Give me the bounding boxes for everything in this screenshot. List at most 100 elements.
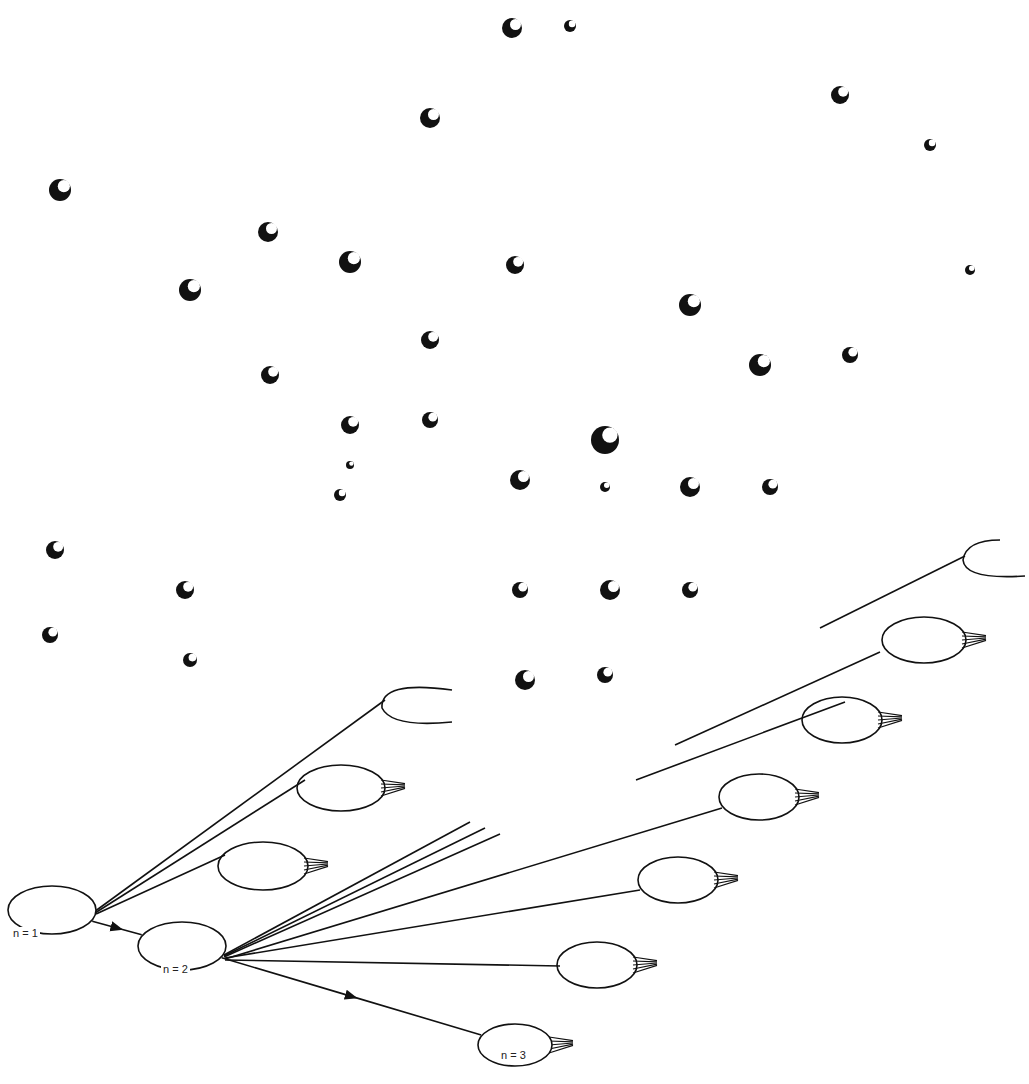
speck: [506, 256, 524, 274]
fan-line: [633, 960, 657, 962]
speck: [965, 265, 975, 275]
speck-hole: [608, 581, 619, 592]
speck: [179, 279, 201, 301]
speck-hole: [688, 295, 700, 307]
speck-hole: [48, 628, 57, 637]
connector: [222, 958, 482, 1035]
speck: [176, 581, 194, 599]
node-label: n = 3: [499, 1049, 528, 1061]
fan-line: [304, 861, 328, 863]
speck: [334, 489, 346, 501]
fan-line: [962, 635, 986, 637]
speck-hole: [603, 668, 612, 677]
fan-line: [962, 640, 986, 648]
fan-line: [714, 880, 738, 888]
speck: [512, 582, 528, 598]
speck-hole: [428, 109, 439, 120]
fan-line: [549, 1037, 573, 1041]
speck-hole: [348, 417, 358, 427]
fan-line: [549, 1040, 573, 1042]
fan-line: [878, 720, 902, 728]
fan-line: [795, 797, 819, 805]
speck: [597, 667, 613, 683]
fan-line: [304, 866, 328, 874]
speck: [842, 347, 858, 363]
speck-hole: [513, 257, 523, 267]
speck-hole: [268, 367, 278, 377]
speck-hole: [929, 140, 936, 147]
speck-hole: [768, 480, 777, 489]
speck: [49, 179, 71, 201]
speck-hole: [758, 355, 770, 367]
fan-line: [304, 858, 328, 862]
speck: [600, 580, 620, 600]
speck: [183, 653, 197, 667]
fan-line: [381, 780, 405, 784]
speck: [564, 20, 576, 32]
speck: [591, 426, 619, 454]
speck-hole: [602, 427, 617, 442]
fan-line: [633, 965, 657, 973]
speck: [515, 670, 535, 690]
fan-line: [878, 712, 902, 716]
speck: [749, 354, 771, 376]
ellipse-node: n = 2: [137, 921, 227, 971]
speck-hole: [688, 478, 699, 489]
connector: [92, 921, 141, 935]
speck-hole: [569, 21, 576, 28]
speck: [42, 627, 58, 643]
speck: [682, 582, 698, 598]
fan-line: [962, 632, 986, 636]
speck-hole: [348, 252, 360, 264]
speck-hole: [428, 332, 438, 342]
speck: [46, 541, 64, 559]
specks: [42, 18, 975, 690]
speck-hole: [189, 654, 197, 662]
speck-hole: [688, 583, 697, 592]
speck: [831, 86, 849, 104]
speck: [420, 108, 440, 128]
speck-hole: [518, 583, 527, 592]
speck-hole: [604, 483, 610, 489]
speck-hole: [510, 19, 521, 30]
speck-hole: [518, 471, 529, 482]
branch-lines: [94, 540, 1025, 988]
speck: [679, 294, 701, 316]
speck-hole: [53, 542, 63, 552]
fan-symbols: [304, 632, 986, 1053]
fan-line: [381, 783, 405, 785]
fan-line: [633, 957, 657, 961]
speck: [261, 366, 279, 384]
speck: [258, 222, 278, 242]
speck: [762, 479, 778, 495]
speck: [510, 470, 530, 490]
speck: [341, 416, 359, 434]
fan-line: [714, 872, 738, 876]
speck-hole: [969, 266, 975, 272]
fan-line: [795, 792, 819, 794]
speck: [339, 251, 361, 273]
speck-hole: [183, 582, 193, 592]
speck-hole: [848, 348, 857, 357]
fan-line: [714, 875, 738, 877]
speck-hole: [838, 87, 848, 97]
ellipse-node: n = 3: [477, 1023, 553, 1067]
speck-hole: [428, 413, 437, 422]
speck-hole: [339, 490, 346, 497]
speck: [600, 482, 610, 492]
speck: [422, 412, 438, 428]
speck-hole: [266, 223, 277, 234]
speck-hole: [523, 671, 534, 682]
node-label: n = 1: [11, 927, 40, 939]
ellipse: [478, 1024, 552, 1066]
speck-hole: [188, 280, 200, 292]
fan-line: [878, 715, 902, 717]
speck: [680, 477, 700, 497]
fan-line: [381, 788, 405, 796]
speck: [346, 461, 354, 469]
speck-hole: [58, 180, 70, 192]
speck-hole: [349, 461, 353, 465]
node-label: n = 2: [161, 963, 190, 975]
